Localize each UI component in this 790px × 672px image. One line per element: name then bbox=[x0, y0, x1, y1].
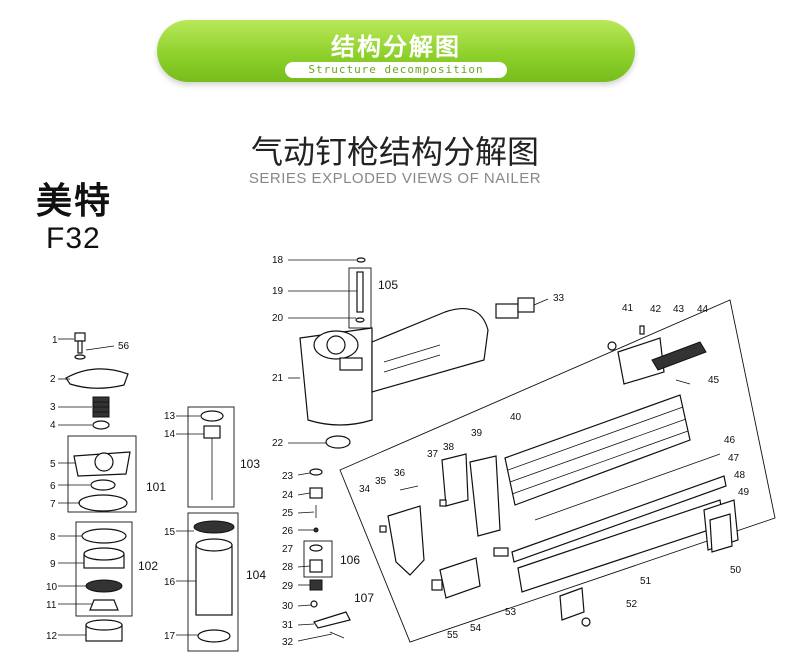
part-label-28: 28 bbox=[282, 562, 294, 573]
part-label-49: 49 bbox=[738, 487, 750, 498]
part-label-24: 24 bbox=[282, 490, 294, 501]
part-label-32: 32 bbox=[282, 637, 294, 648]
part-label-23: 23 bbox=[282, 471, 294, 482]
part-label-35: 35 bbox=[375, 476, 387, 487]
part-label-33: 33 bbox=[553, 293, 565, 304]
part-label-1: 1 bbox=[52, 335, 58, 346]
part-label-53: 53 bbox=[505, 607, 517, 618]
part-label-3: 3 bbox=[50, 402, 56, 413]
gun-body bbox=[299, 297, 535, 449]
part-label-42: 42 bbox=[650, 304, 662, 315]
part-label-45: 45 bbox=[708, 375, 720, 386]
group-label-101: 101 bbox=[146, 480, 166, 494]
part-label-19: 19 bbox=[272, 286, 284, 297]
piston-column-parts bbox=[187, 406, 239, 652]
leader-lines bbox=[58, 259, 549, 642]
part-label-36: 36 bbox=[394, 468, 406, 479]
group-labels: 101 102 103 104 105 106 107 bbox=[138, 278, 398, 605]
part-label-37: 37 bbox=[427, 449, 439, 460]
part-label-55: 55 bbox=[447, 630, 459, 641]
group-label-102: 102 bbox=[138, 559, 158, 573]
left-column-parts bbox=[65, 332, 137, 642]
part-label-26: 26 bbox=[282, 526, 294, 537]
part-label-14: 14 bbox=[164, 429, 176, 440]
part-label-56: 56 bbox=[118, 341, 130, 352]
part-label-6: 6 bbox=[50, 481, 56, 492]
part-label-2: 2 bbox=[50, 374, 56, 385]
part-label-12: 12 bbox=[46, 631, 58, 642]
part-label-41: 41 bbox=[622, 303, 634, 314]
part-label-5: 5 bbox=[50, 459, 56, 470]
part-label-39: 39 bbox=[471, 428, 483, 439]
part-label-40: 40 bbox=[510, 412, 522, 423]
part-label-50: 50 bbox=[730, 565, 742, 576]
part-label-43: 43 bbox=[673, 304, 685, 315]
section-banner: 结构分解图 Structure decomposition bbox=[157, 20, 635, 82]
part-label-34: 34 bbox=[359, 484, 371, 495]
page-subtitle: SERIES EXPLODED VIEWS OF NAILER bbox=[248, 170, 542, 187]
part-label-10: 10 bbox=[46, 582, 58, 593]
part-label-38: 38 bbox=[443, 442, 455, 453]
valve-column-parts bbox=[348, 257, 372, 329]
part-label-51: 51 bbox=[640, 576, 652, 587]
banner-subtitle: Structure decomposition bbox=[285, 62, 507, 78]
part-label-22: 22 bbox=[272, 438, 284, 449]
part-label-47: 47 bbox=[728, 453, 740, 464]
group-label-107: 107 bbox=[354, 591, 374, 605]
magazine-parts-box bbox=[339, 299, 776, 643]
part-label-48: 48 bbox=[734, 470, 746, 481]
part-label-8: 8 bbox=[50, 532, 56, 543]
part-label-46: 46 bbox=[724, 435, 736, 446]
part-label-15: 15 bbox=[164, 527, 176, 538]
group-label-105: 105 bbox=[378, 278, 398, 292]
part-label-17: 17 bbox=[164, 631, 176, 642]
part-label-54: 54 bbox=[470, 623, 482, 634]
banner-title: 结构分解图 bbox=[331, 33, 461, 61]
group-label-103: 103 bbox=[240, 457, 260, 471]
part-label-9: 9 bbox=[50, 559, 56, 570]
part-label-21: 21 bbox=[272, 373, 284, 384]
part-label-7: 7 bbox=[50, 499, 56, 510]
part-label-52: 52 bbox=[626, 599, 638, 610]
part-label-29: 29 bbox=[282, 581, 294, 592]
part-label-44: 44 bbox=[697, 304, 709, 315]
part-label-4: 4 bbox=[50, 420, 56, 431]
part-label-13: 13 bbox=[164, 411, 176, 422]
part-label-31: 31 bbox=[282, 620, 294, 631]
brand-name: 美特 bbox=[36, 180, 113, 222]
group-label-104: 104 bbox=[246, 568, 266, 582]
part-label-27: 27 bbox=[282, 544, 294, 555]
part-label-25: 25 bbox=[282, 508, 294, 519]
part-label-20: 20 bbox=[272, 313, 284, 324]
part-label-18: 18 bbox=[272, 255, 284, 266]
part-labels: 1 2 3 4 5 6 7 8 9 10 11 12 13 14 15 16 1… bbox=[46, 255, 750, 648]
page-title: 气动钉枪结构分解图 bbox=[250, 133, 539, 171]
part-label-11: 11 bbox=[46, 600, 57, 611]
part-label-16: 16 bbox=[164, 577, 176, 588]
model-number: F32 bbox=[46, 222, 101, 255]
group-label-106: 106 bbox=[340, 553, 360, 567]
part-label-30: 30 bbox=[282, 601, 294, 612]
